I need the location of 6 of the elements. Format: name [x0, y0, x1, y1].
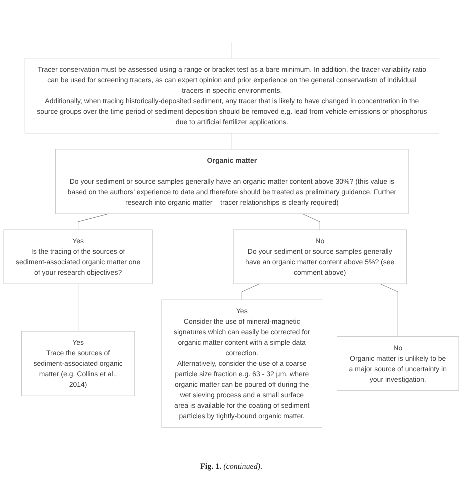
connector — [78, 214, 110, 230]
caption: Fig. 1. (continued). — [200, 462, 262, 471]
connector — [78, 284, 79, 332]
connector — [302, 214, 320, 230]
connector — [380, 284, 398, 338]
connector — [242, 284, 260, 300]
